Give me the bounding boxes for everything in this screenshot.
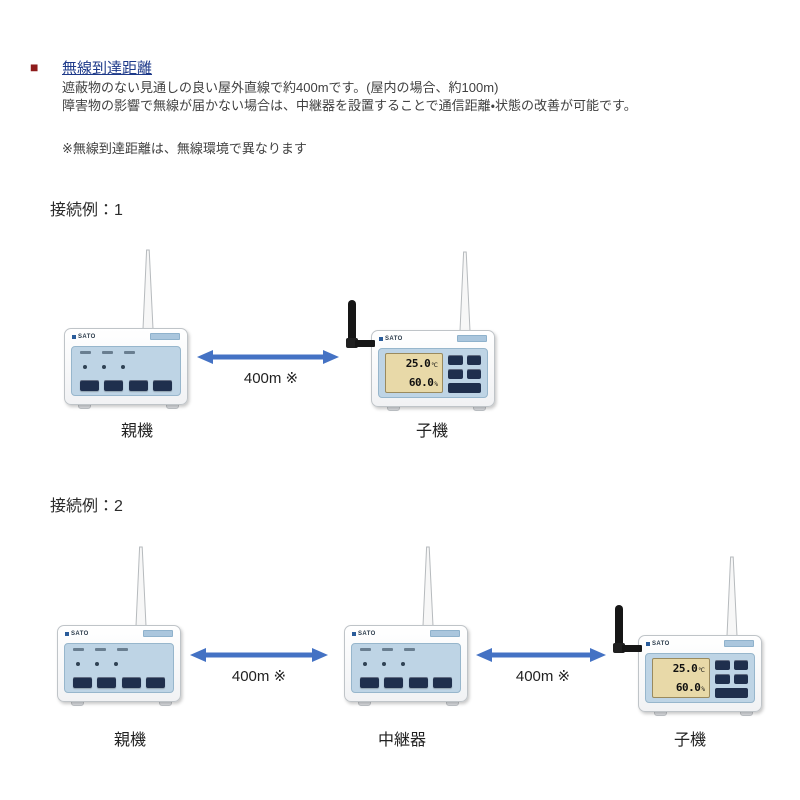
device-label-parent-2: 親機 (113, 732, 146, 749)
model-label-chip (430, 630, 460, 637)
status-leds (358, 662, 454, 666)
parent-device-2: SATO (55, 545, 189, 709)
model-label-chip (150, 333, 180, 340)
brand-label: SATO (385, 335, 403, 342)
device-body: SATO (57, 625, 181, 702)
device-label-parent-1: 親機 (120, 423, 153, 440)
external-antenna-icon (612, 605, 644, 661)
antenna-icon (726, 556, 738, 637)
panel-buttons (448, 353, 481, 393)
antenna-icon (422, 546, 434, 627)
distance-label-ex1: 400m ※ (243, 370, 299, 387)
panel-buttons (715, 658, 748, 698)
panel-buttons (78, 380, 174, 391)
distance-label-ex2-a: 400m ※ (231, 668, 287, 685)
brand-logo-icon (379, 336, 383, 341)
external-antenna-icon (345, 300, 377, 356)
lcd-display: 25.0 ℃ 60.0 % (385, 353, 443, 393)
status-leds (78, 365, 174, 369)
example-2-heading: 接続例：2 (50, 498, 123, 515)
section-bullet-icon: ■ (30, 59, 39, 75)
panel-markings (358, 648, 454, 651)
lcd-temperature: 25.0 (405, 357, 431, 370)
lcd-humidity-unit: % (701, 686, 705, 693)
child-device-2: SATO 25.0 ℃ 60.0 % (612, 555, 764, 719)
distance-label-ex2-b: 400m ※ (515, 668, 571, 685)
panel-markings (71, 648, 167, 651)
body-line-2: 障害物の影響で無線が届かない場合は、中継器を設置することで通信距離・状態の改善が… (62, 98, 637, 113)
repeater-device: SATO (342, 545, 476, 709)
device-label-child-1: 子機 (415, 423, 448, 440)
lcd-humidity: 60.0 (675, 681, 701, 694)
brand-label: SATO (358, 630, 376, 637)
status-leds (71, 662, 167, 666)
brand-logo-icon (352, 631, 356, 636)
brand-label: SATO (652, 640, 670, 647)
brand-label: SATO (71, 630, 89, 637)
control-panel (351, 643, 461, 693)
antenna-icon (459, 251, 471, 332)
display-panel: 25.0 ℃ 60.0 % (378, 348, 488, 398)
example-1-heading: 接続例：1 (50, 202, 123, 219)
device-body: SATO 25.0 ℃ 60.0 % (638, 635, 762, 712)
device-body: SATO 25.0 ℃ 60.0 % (371, 330, 495, 407)
antenna-icon (135, 546, 147, 627)
brand-row: SATO (372, 331, 494, 342)
brand-row: SATO (65, 329, 187, 340)
antenna-icon (142, 249, 154, 330)
child-device-1: SATO 25.0 ℃ 60.0 % (345, 250, 497, 414)
footnote: ※無線到達距離は、無線環境で異なります (62, 141, 307, 156)
lcd-display: 25.0 ℃ 60.0 % (652, 658, 710, 698)
control-panel (64, 643, 174, 693)
device-body: SATO (344, 625, 468, 702)
panel-buttons (358, 677, 454, 688)
brand-row: SATO (639, 636, 761, 647)
brand-logo-icon (646, 641, 650, 646)
panel-markings (78, 351, 174, 354)
brand-logo-icon (65, 631, 69, 636)
lcd-temperature: 25.0 (672, 662, 698, 675)
model-label-chip (457, 335, 487, 342)
model-label-chip (724, 640, 754, 647)
double-arrow-icon (197, 350, 339, 364)
double-arrow-icon (190, 648, 328, 662)
lcd-humidity-unit: % (434, 381, 438, 388)
panel-buttons (71, 677, 167, 688)
model-label-chip (143, 630, 173, 637)
parent-device-1: SATO (62, 248, 196, 412)
lcd-temperature-unit: ℃ (698, 667, 705, 674)
device-body: SATO (64, 328, 188, 405)
brand-label: SATO (78, 333, 96, 340)
section-title: 無線到達距離 (62, 60, 153, 77)
brand-logo-icon (72, 334, 76, 339)
control-panel (71, 346, 181, 396)
lcd-humidity: 60.0 (408, 376, 434, 389)
display-panel: 25.0 ℃ 60.0 % (645, 653, 755, 703)
brand-row: SATO (345, 626, 467, 637)
device-label-child-2: 子機 (673, 732, 706, 749)
lcd-temperature-unit: ℃ (431, 362, 438, 369)
device-label-repeater: 中継器 (377, 732, 426, 749)
body-line-1: 遮蔽物のない見通しの良い屋外直線で約400mです。(屋内の場合、約100m) (62, 80, 499, 95)
double-arrow-icon (476, 648, 606, 662)
brand-row: SATO (58, 626, 180, 637)
